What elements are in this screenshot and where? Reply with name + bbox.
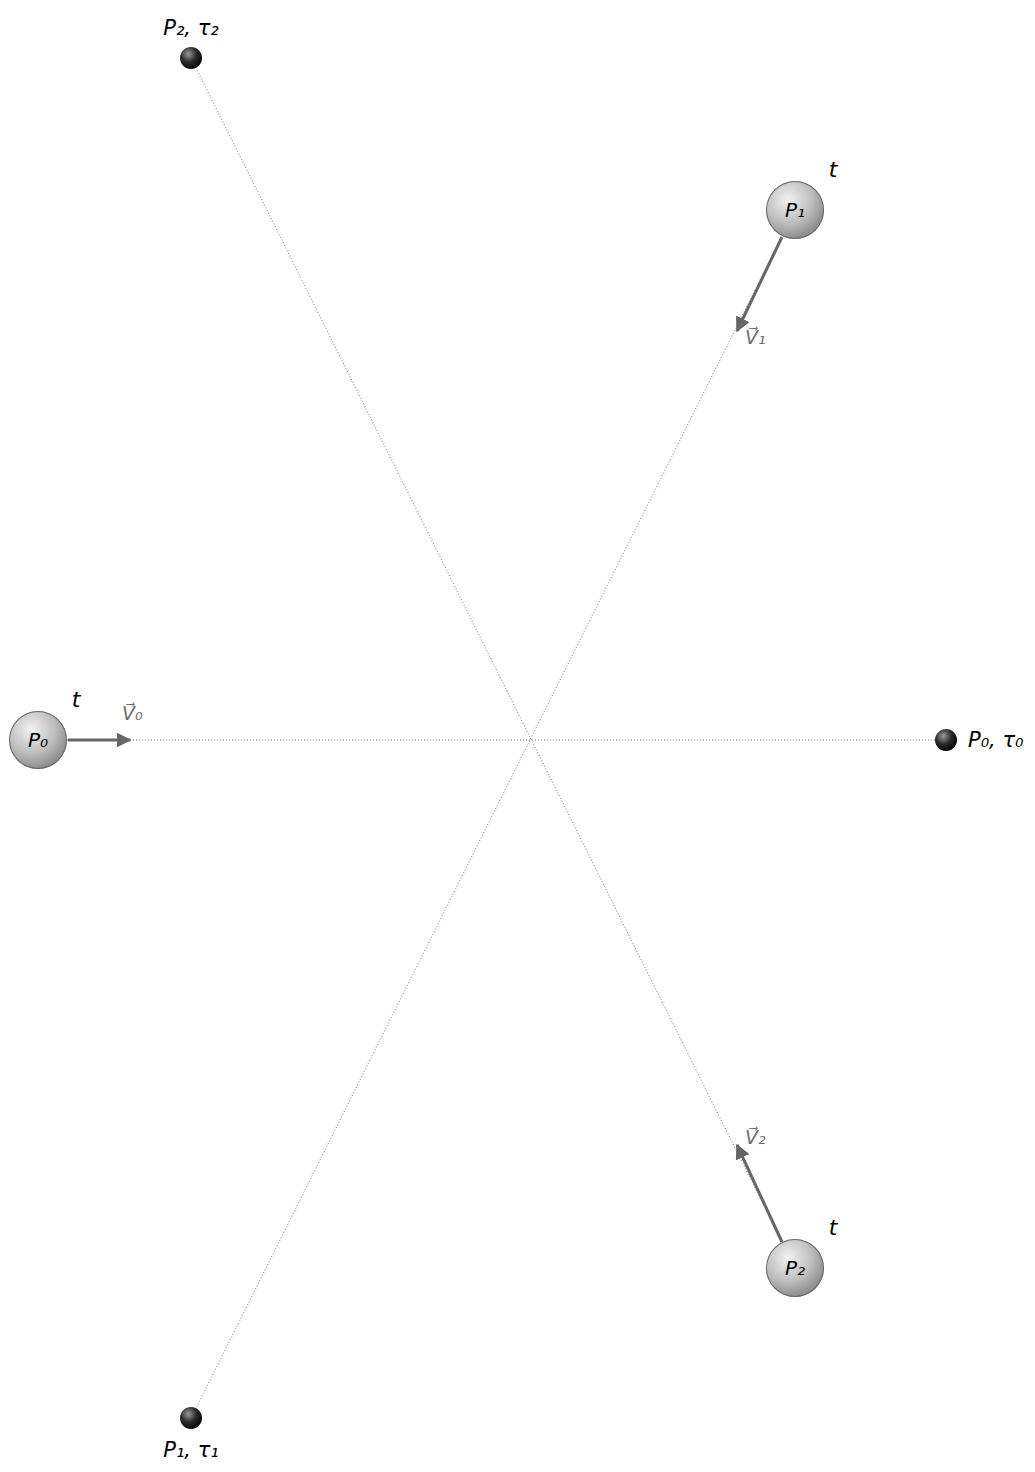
particle-sphere: P₂t — [766, 1239, 824, 1297]
endpoint-dot: P₂, τ₂ — [180, 47, 202, 69]
velocity-label: V⃗₀ — [122, 704, 143, 723]
trajectory-line — [67, 740, 935, 741]
time-label: t — [829, 1217, 838, 1239]
endpoint-dot: P₁, τ₁ — [180, 1407, 202, 1429]
time-label: t — [829, 159, 838, 181]
particle-name: P₁ — [785, 200, 805, 220]
endpoint-dot: P₀, τ₀ — [935, 729, 957, 751]
particle-sphere: P₁t — [766, 181, 824, 239]
time-label: t — [72, 689, 81, 711]
velocity-label: V⃗₂ — [745, 1128, 766, 1147]
velocity-arrow — [737, 1145, 782, 1242]
particle-sphere: P₀t — [9, 711, 67, 769]
velocity-label: V⃗₁ — [745, 328, 766, 347]
particle-name: P₂ — [785, 1258, 805, 1278]
trajectory-line — [196, 69, 780, 1239]
velocity-arrow — [68, 739, 130, 742]
endpoint-label: P₂, τ₂ — [163, 18, 219, 39]
trajectory-line — [197, 239, 781, 1407]
endpoint-label: P₁, τ₁ — [163, 1440, 219, 1461]
particle-name: P₀ — [28, 730, 48, 750]
endpoint-label: P₀, τ₀ — [968, 730, 1024, 751]
velocity-arrow — [737, 237, 782, 331]
